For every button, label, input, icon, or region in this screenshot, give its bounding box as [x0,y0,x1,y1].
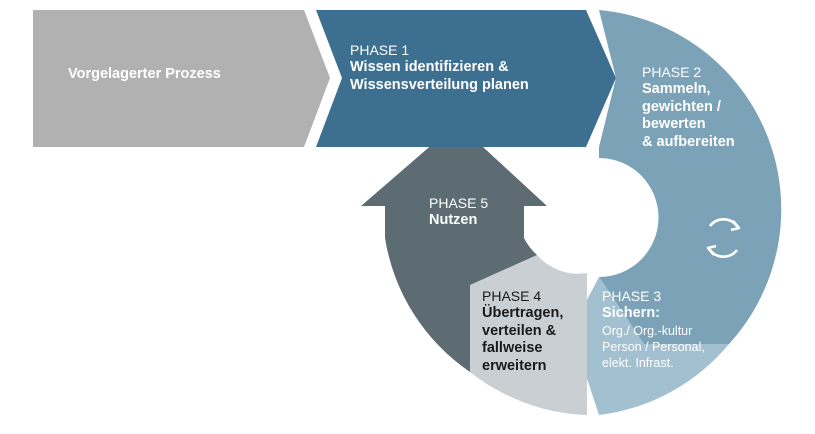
vorgelagert-arrow [33,10,330,147]
phase2-title-line: Sammeln, [642,81,711,98]
phase4-segment [470,255,587,415]
phase1-title: Wissen identifizieren & Wissensverteilun… [350,59,529,94]
phase4-label: PHASE 4 Übertragen, verteilen & fallweis… [482,288,563,376]
phase2-label: PHASE 2 Sammeln, gewichten / bewerten & … [642,64,735,152]
phase2-title-line: bewerten [642,116,706,133]
phase5-label: PHASE 5 Nutzen [429,195,488,230]
phase2-number: PHASE 2 [642,64,702,80]
phase1-label: PHASE 1 Wissen identifizieren & Wissensv… [350,42,529,94]
phase4-title-line: fallweise [482,340,543,357]
phase4-title: Übertragen, verteilen & fallweise erweit… [482,305,563,376]
phase3-label: PHASE 3 Sichern: Org./ Org.-kultur Perso… [602,288,705,372]
phase3-detail-line: elekt. Infrast. [602,356,674,371]
phase2-title-line: gewichten / [642,98,721,115]
phase5-number: PHASE 5 [429,195,489,211]
phase3-detail-line: Org./ Org.-kultur [602,323,693,338]
cycle-refresh-icon [706,218,741,258]
phase2-title-line: & aufbereiten [642,134,735,151]
vorgelagert-label: Vorgelagerter Prozess [68,66,221,84]
phase4-title-line: erweitern [482,358,547,375]
phase3-number: PHASE 3 [602,288,662,304]
phase1-arrow [316,10,616,147]
phase1-title-line: Wissensverteilung planen [350,76,529,93]
phase2-title: Sammeln, gewichten / bewerten & aufberei… [642,81,735,152]
phase3-detail-line: Person / Personal, [602,340,705,355]
phase2-segment [599,10,782,344]
phase3-segment [571,277,729,415]
phase1-title-line: Wissen identifizieren & [350,59,509,76]
vorgelagert-title: Vorgelagerter Prozess [68,66,221,82]
phase5-arrow [361,123,547,372]
phase4-number: PHASE 4 [482,288,542,304]
phase3-title: Sichern: [602,305,661,322]
phase4-title-line: verteilen & [482,322,557,339]
phase4-title-line: Übertragen, [482,305,564,322]
phase5-title: Nutzen [429,212,478,229]
phase1-number: PHASE 1 [350,42,410,58]
